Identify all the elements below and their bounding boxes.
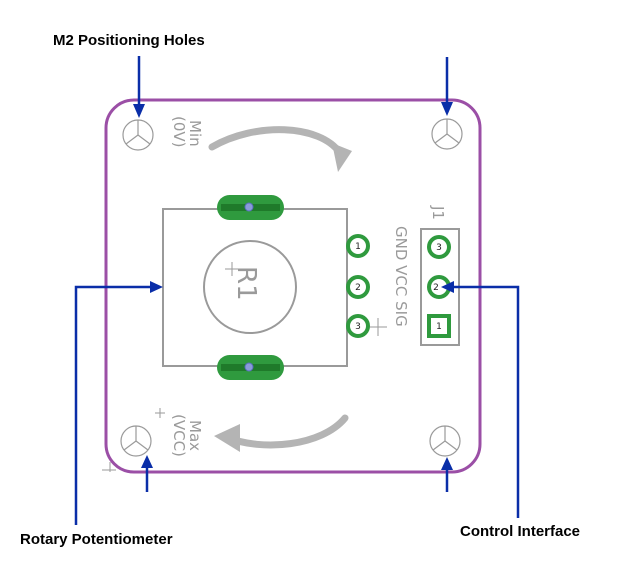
callout-iface: Control Interface — [460, 523, 580, 540]
ref-designator: R1 — [231, 266, 261, 301]
callout-arrow-hole-bottom-left — [141, 455, 153, 492]
pot-pad-bottom — [217, 355, 284, 380]
pot-pin-2: 2 — [346, 275, 370, 299]
svg-text:1: 1 — [436, 322, 442, 332]
svg-text:2: 2 — [433, 283, 439, 293]
svg-text:3: 3 — [436, 243, 442, 253]
callout-arrow-pot — [74, 281, 163, 525]
rotation-arrowhead-bottom — [214, 424, 240, 452]
svg-text:1: 1 — [355, 242, 361, 252]
mount-hole-bottom-left — [120, 425, 152, 457]
mount-hole-top-left — [122, 119, 154, 151]
potentiometer-knob — [203, 240, 297, 334]
pot-pad-top — [217, 195, 284, 220]
callout-arrow-holes-right — [441, 57, 453, 116]
header-ref: J1 — [429, 205, 447, 220]
pot-pin-1: 1 — [346, 234, 370, 258]
mount-hole-top-right — [431, 118, 463, 150]
rotation-arrow-top — [208, 126, 344, 157]
svg-text:3: 3 — [355, 322, 361, 332]
callout-pot: Rotary Potentiometer — [20, 531, 173, 548]
max-label: Max — [186, 420, 204, 451]
min-value: (0V) — [170, 116, 188, 148]
header-pin-labels: GND VCC SIG — [392, 226, 410, 327]
rotation-arrowhead-top — [332, 143, 352, 172]
pot-pin-3: 3 — [346, 314, 370, 338]
rotation-arrow-bottom — [222, 414, 349, 449]
header-pin-1: 1 — [427, 314, 451, 338]
callout-arrow-holes-left — [133, 56, 145, 118]
origin-crosses — [102, 318, 387, 472]
callout-holes: M2 Positioning Holes — [53, 32, 205, 49]
callout-arrow-hole-bottom-right — [441, 457, 453, 492]
min-label: Min — [186, 120, 204, 147]
callout-arrow-iface — [441, 281, 520, 518]
header-pin-3: 3 — [427, 235, 451, 259]
knob-cross — [225, 262, 239, 276]
svg-text:2: 2 — [355, 283, 361, 293]
max-value: (VCC) — [170, 414, 188, 457]
mount-hole-bottom-right — [429, 425, 461, 457]
